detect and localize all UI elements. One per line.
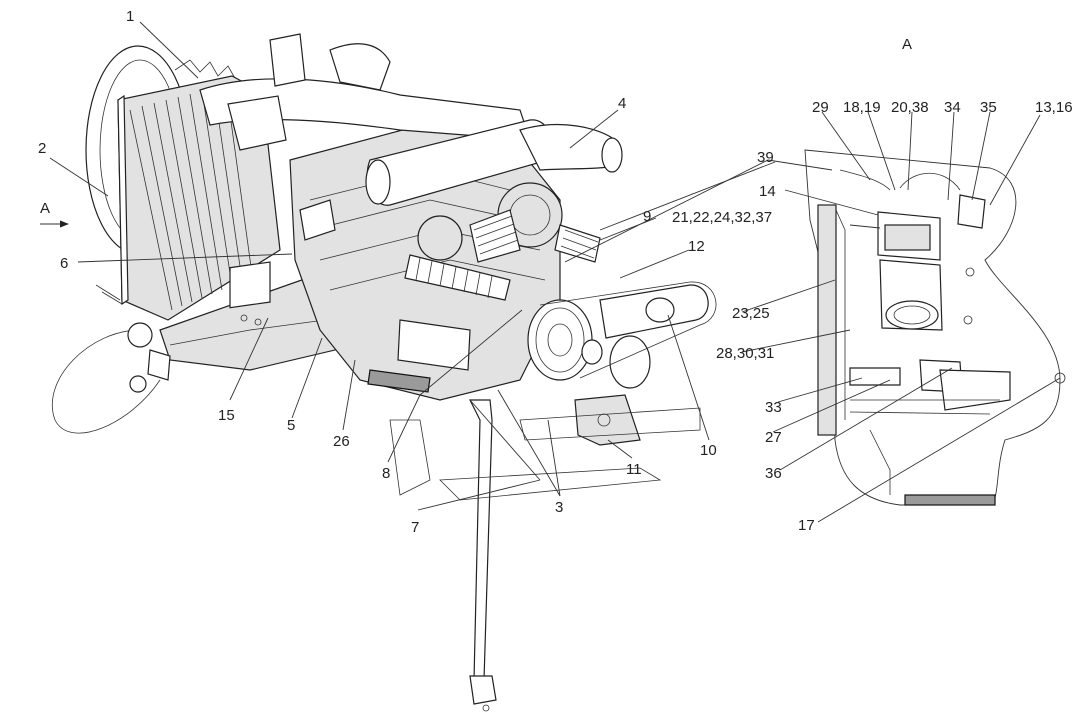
cable <box>52 329 161 434</box>
detail-view-a <box>804 149 1066 506</box>
callout-1: 1 <box>126 8 134 25</box>
callout-28-30-31: 28,30,31 <box>716 345 774 362</box>
callout-11: 11 <box>626 461 642 478</box>
drain-pipe <box>469 399 493 681</box>
callout-12: 12 <box>688 238 705 255</box>
engine-drawing <box>40 33 717 712</box>
callout-5: 5 <box>287 417 295 434</box>
belt-tensioner-bracket <box>574 394 641 446</box>
callout-10: 10 <box>700 442 717 459</box>
callout-2: 2 <box>38 140 46 157</box>
callout-3: 3 <box>555 499 563 516</box>
callout-27: 27 <box>765 429 782 446</box>
callout-8: 8 <box>382 465 390 482</box>
callout-21-22-24-32-37: 21,22,24,32,37 <box>672 209 772 226</box>
callout-39: 39 <box>757 149 774 166</box>
callout-18-19: 18,19 <box>843 99 881 116</box>
callout-17: 17 <box>798 517 815 534</box>
callout-labels: A A 1 2 4 6 15 5 26 8 7 3 11 10 12 9 39 … <box>38 8 1073 536</box>
callout-13-16: 13,16 <box>1035 99 1073 116</box>
arrow-label: A <box>40 200 50 217</box>
corrugated-hose <box>469 209 521 263</box>
pulley <box>527 299 593 381</box>
callout-23-25: 23,25 <box>732 305 770 322</box>
callout-26: 26 <box>333 433 350 450</box>
callout-20-38: 20,38 <box>891 99 929 116</box>
drive-belt <box>539 281 717 379</box>
view-label: A <box>902 36 912 53</box>
callout-7: 7 <box>411 519 419 536</box>
starter <box>367 369 431 393</box>
callout-9: 9 <box>643 208 651 225</box>
leader-lines <box>49 21 1061 523</box>
callout-33: 33 <box>765 399 782 416</box>
callout-6: 6 <box>60 255 68 272</box>
callout-34: 34 <box>944 99 961 116</box>
detail-boundary <box>804 149 1061 506</box>
callout-4: 4 <box>618 95 626 112</box>
callout-36: 36 <box>765 465 782 482</box>
callout-35: 35 <box>980 99 997 116</box>
callout-29: 29 <box>812 99 829 116</box>
callout-15: 15 <box>218 407 235 424</box>
callout-14: 14 <box>759 183 776 200</box>
